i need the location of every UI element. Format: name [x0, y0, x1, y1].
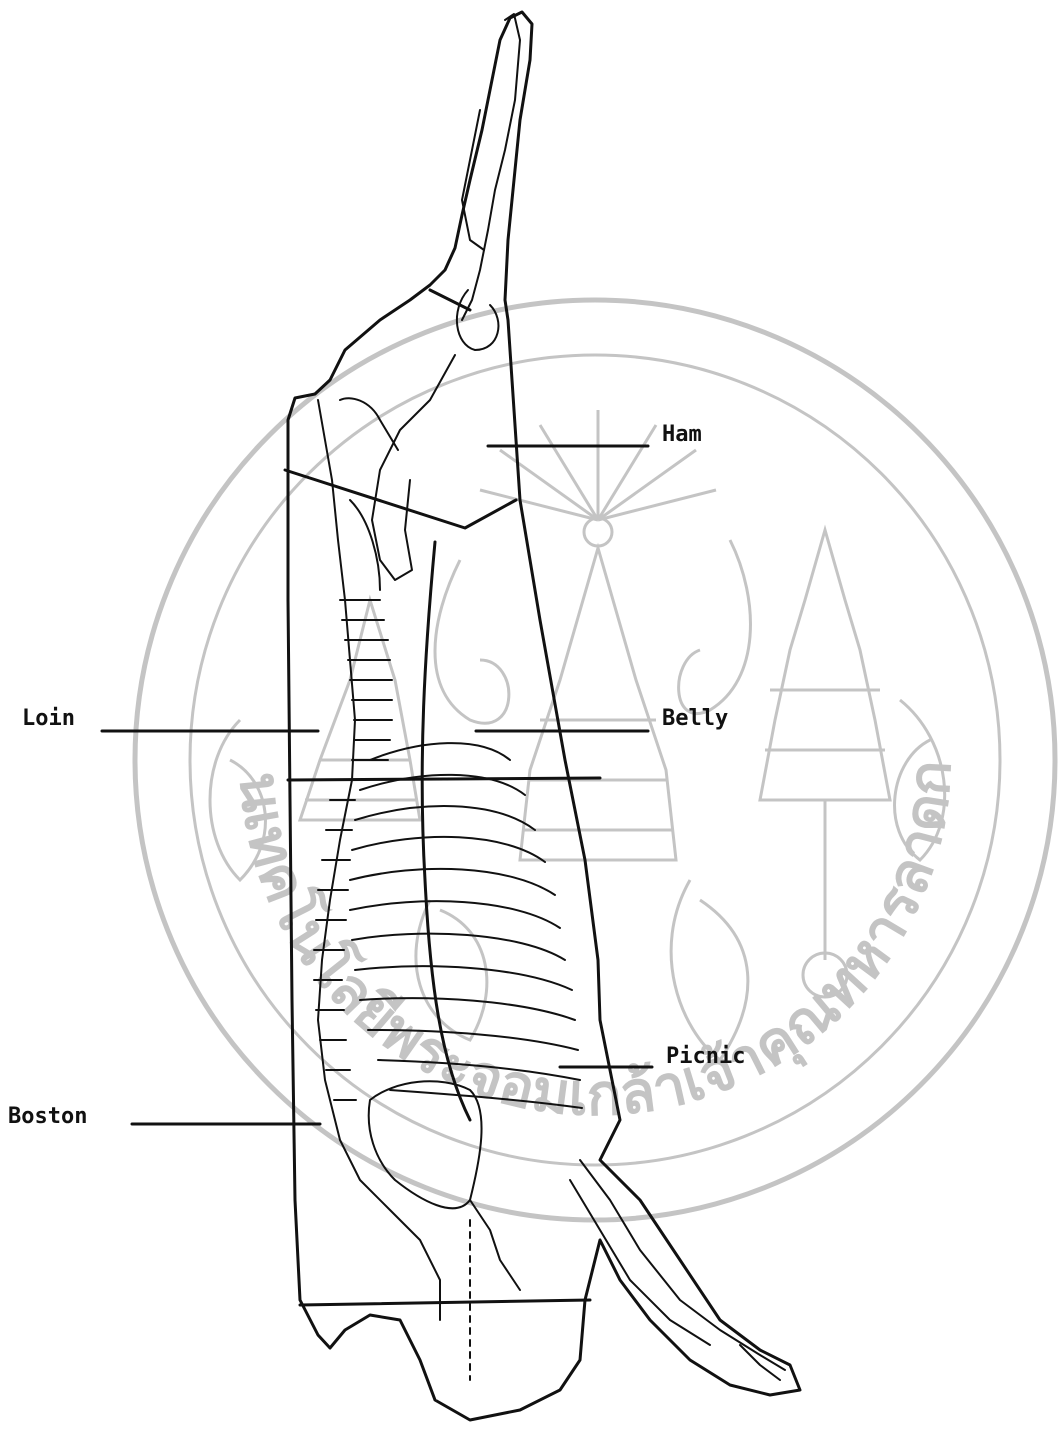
- watermark-text: สถาบันเทคโนโลยีพระจอมเกล้าเจ้าคุณทหารลาด…: [0, 0, 964, 1129]
- label-belly: Belly: [662, 708, 728, 730]
- watermark-seal: สถาบันเทคโนโลยีพระจอมเกล้าเจ้าคุณทหารลาด…: [0, 0, 1055, 1220]
- label-boston: Boston: [8, 1106, 87, 1128]
- label-loin: Loin: [22, 708, 75, 730]
- jowl-cut-line: [300, 1300, 590, 1305]
- ham-cut-line: [285, 470, 516, 528]
- label-ham: Ham: [662, 424, 702, 446]
- shoulder-cut-line: [288, 778, 600, 780]
- label-picnic: Picnic: [666, 1046, 745, 1068]
